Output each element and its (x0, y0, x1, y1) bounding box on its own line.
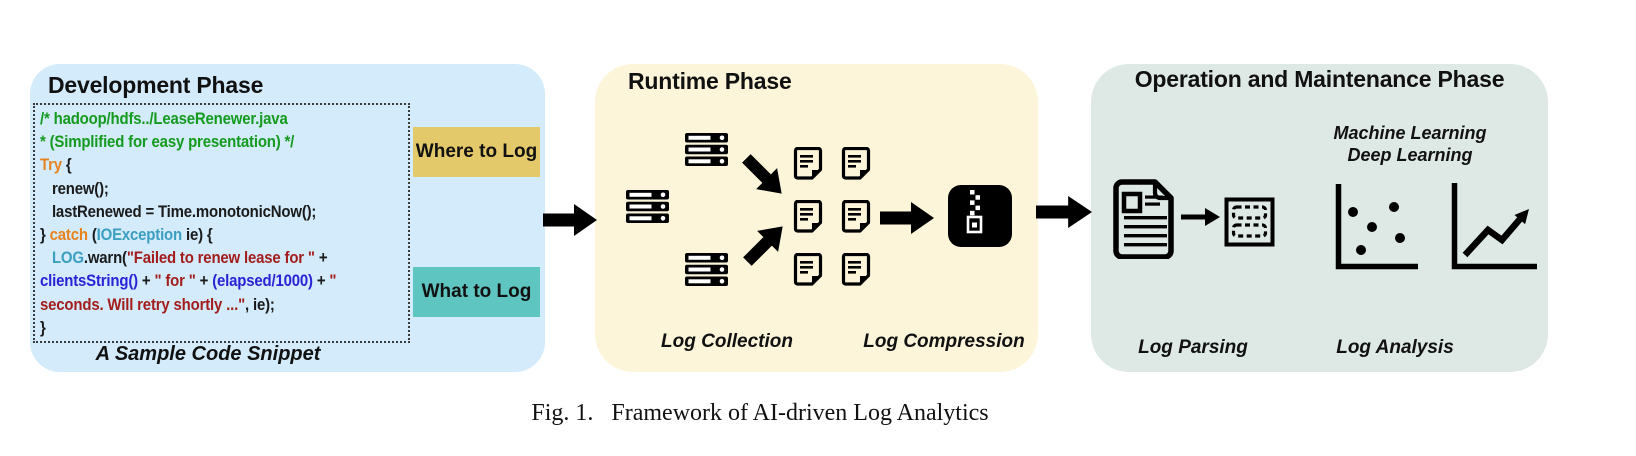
development-phase-title: Development Phase (48, 72, 264, 98)
arrow-dev-to-runtime-icon (543, 204, 597, 236)
scatter-plot-icon (1335, 184, 1418, 270)
log-compression-label: Log Compression (863, 331, 1025, 352)
log-file-icon (841, 147, 871, 180)
figure-caption: Fig. 1. Framework of AI-driven Log Analy… (531, 400, 989, 426)
diagonal-arrow-down-icon (742, 154, 782, 194)
zip-archive-icon (948, 185, 1012, 247)
where-to-log-label: Where to Log (413, 127, 540, 177)
log-file-icon (793, 253, 823, 286)
log-file-icon (793, 200, 823, 233)
log-collection-label: Log Collection (661, 331, 793, 352)
runtime-phase-title: Runtime Phase (628, 68, 792, 94)
code-line: Try { (40, 155, 72, 175)
log-file-icon (793, 147, 823, 180)
log-file-icon (841, 253, 871, 286)
operation-phase-title: Operation and Maintenance Phase (1134, 66, 1505, 92)
log-file-icon (841, 200, 871, 233)
server-icon (626, 190, 669, 223)
code-line: /* hadoop/hdfs../LeaseRenewer.java (40, 109, 288, 128)
code-line: } catch (IOException ie) { (40, 225, 213, 245)
log-template-icon (1224, 197, 1275, 247)
operation-phase-box (1091, 64, 1548, 372)
code-line: seconds. Will retry shortly ...", ie); (40, 294, 275, 314)
diagonal-arrow-up-icon (743, 226, 783, 266)
server-icon (685, 133, 728, 166)
development-phase-box (30, 64, 545, 372)
code-snippet-caption: A Sample Code Snippet (95, 343, 321, 365)
machine-learning-line: Machine Learning (1333, 123, 1487, 143)
code-line: * (Simplified for easy presentation) */ (40, 132, 295, 152)
code-line: } (40, 317, 46, 337)
parsed-document-icon (1113, 179, 1174, 259)
log-parsing-label: Log Parsing (1138, 337, 1248, 358)
arrow-runtime-to-om-icon (1036, 196, 1092, 228)
server-icon (685, 253, 728, 286)
code-line: lastRenewed = Time.monotonicNow(); (40, 201, 317, 221)
line-chart-icon (1451, 183, 1537, 270)
arrow-logs-to-zip-icon (880, 202, 934, 234)
code-line: renew(); (40, 178, 109, 198)
machine-learning-label: Machine Learning Deep Learning (1300, 122, 1520, 166)
log-analysis-label: Log Analysis (1336, 337, 1454, 358)
code-line: clientsString() + " for " + (elapsed/100… (40, 271, 337, 291)
code-line: LOG.warn("Failed to renew lease for " + (40, 248, 328, 268)
deep-learning-line: Deep Learning (1347, 145, 1473, 165)
code-snippet-box: /* hadoop/hdfs../LeaseRenewer.java * (Sim… (33, 103, 410, 343)
arrow-doc-to-template-icon (1181, 208, 1220, 226)
what-to-log-label: What to Log (413, 267, 540, 317)
